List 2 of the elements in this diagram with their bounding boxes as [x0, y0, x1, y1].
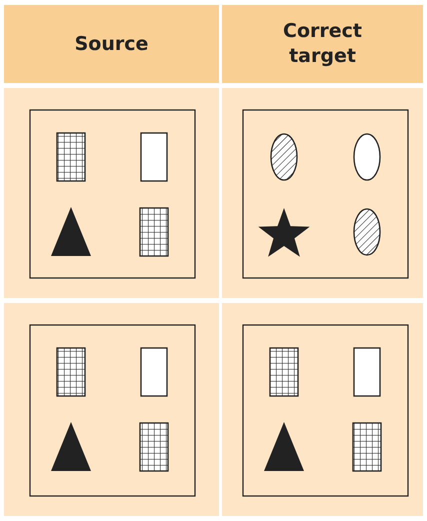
column-header: Correct target: [282, 19, 363, 69]
column-header: Source: [74, 32, 148, 56]
